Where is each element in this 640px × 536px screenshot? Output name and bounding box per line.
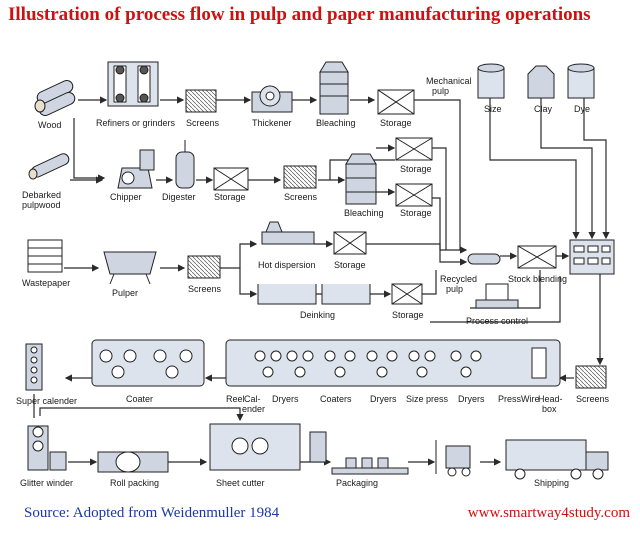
dye-tank-icon — [567, 63, 595, 99]
label-calender-1: Cal- — [244, 394, 261, 404]
label-pulper: Pulper — [112, 288, 138, 298]
label-press-wire: PressWire — [498, 394, 540, 404]
chipper-icon — [117, 149, 155, 189]
label-storage-4: Storage — [400, 208, 432, 218]
sheet-cutter-icon — [209, 423, 301, 471]
label-wastepaper: Wastepaper — [22, 278, 70, 288]
label-storage-2: Storage — [214, 192, 246, 202]
label-dye: Dye — [574, 104, 590, 114]
super-calender-icon — [25, 343, 43, 391]
label-screens-4: Screens — [576, 394, 610, 404]
paper-machine-panel — [225, 339, 561, 387]
screens-4-icon — [575, 365, 607, 389]
stock-blending-icon — [517, 245, 557, 269]
digester-icon — [175, 140, 195, 189]
debarked-pulpwood-icon — [28, 153, 70, 180]
coater-panel — [91, 339, 205, 387]
label-debarked-2: pulpwood — [22, 200, 61, 210]
label-coaters: Coaters — [320, 394, 352, 404]
thickener-icon — [251, 85, 293, 113]
clay-bag-icon — [527, 65, 555, 99]
label-chipper: Chipper — [110, 192, 142, 202]
storage-1-icon — [377, 89, 415, 115]
flow-lines — [33, 96, 610, 466]
label-wood: Wood — [38, 120, 61, 130]
label-debarked-1: Debarked — [22, 190, 61, 200]
label-packaging: Packaging — [336, 478, 378, 488]
storage-5-icon — [333, 231, 367, 255]
label-digester: Digester — [162, 192, 196, 202]
pulper-icon — [103, 251, 157, 285]
label-refiners: Refiners or grinders — [96, 118, 176, 128]
bleaching-tower-1-icon — [319, 61, 349, 115]
screens-2-icon — [283, 165, 317, 189]
source-credit: Source: Adopted from Weidenmuller 1984 — [24, 505, 280, 521]
bleaching-tower-2-icon — [345, 153, 377, 205]
label-size-press: Size press — [406, 394, 449, 404]
control-panel-icon — [569, 239, 615, 275]
label-screens-2: Screens — [284, 192, 318, 202]
screens-1-icon — [185, 89, 217, 113]
label-bleaching-1: Bleaching — [316, 118, 356, 128]
label-roll-packing: Roll packing — [110, 478, 159, 488]
label-storage-5: Storage — [334, 260, 366, 270]
label-screens-1: Screens — [186, 118, 220, 128]
storage-4-icon — [395, 183, 433, 207]
forklift-icon — [435, 440, 471, 477]
label-clay: Clay — [534, 104, 553, 114]
deinking-tanks-icon — [257, 284, 371, 305]
label-headbox-1: Head- — [538, 394, 563, 404]
label-stock-blending: Stock blending — [508, 274, 567, 284]
recycled-pulp-icon — [467, 253, 501, 265]
label-recycled-1: Recycled — [440, 274, 477, 284]
coater-rollers-icon — [99, 349, 193, 379]
label-dryers-3: Dryers — [458, 394, 485, 404]
roll-packing-icon — [97, 451, 169, 473]
screens-3-icon — [187, 255, 221, 279]
label-super-calender: Super calender — [16, 396, 77, 406]
label-dryers-2: Dryers — [370, 394, 397, 404]
label-shipping: Shipping — [534, 478, 569, 488]
label-calender-2: ender — [242, 404, 265, 414]
label-mechanical-2: pulp — [432, 86, 449, 96]
label-storage-3: Storage — [400, 164, 432, 174]
label-recycled-2: pulp — [446, 284, 463, 294]
website-credit: www.smartway4study.com — [467, 505, 630, 521]
storage-2-icon — [213, 167, 249, 191]
label-hot-dispersion: Hot dispersion — [258, 260, 316, 270]
label-storage-6: Storage — [392, 310, 424, 320]
storage-6-icon — [391, 283, 423, 305]
label-coater: Coater — [126, 394, 153, 404]
label-glitter-winder: Glitter winder — [20, 478, 73, 488]
label-process-control: Process control — [466, 316, 528, 326]
label-storage-1: Storage — [380, 118, 412, 128]
process-control-icon — [475, 283, 519, 309]
wastepaper-stack-icon — [27, 239, 63, 273]
label-reel: Reel — [226, 394, 245, 404]
packaging-icon — [309, 431, 409, 475]
glitter-winder-icon — [27, 425, 67, 471]
page-title: Illustration of process flow in pulp and… — [8, 4, 591, 25]
storage-3-icon — [395, 137, 433, 161]
size-tank-icon — [477, 63, 505, 99]
hot-dispersion-icon — [261, 221, 315, 245]
label-bleaching-2: Bleaching — [344, 208, 384, 218]
label-dryers-1: Dryers — [272, 394, 299, 404]
label-deinking: Deinking — [300, 310, 335, 320]
label-headbox-2: box — [542, 404, 557, 414]
label-size: Size — [484, 104, 502, 114]
label-mechanical-1: Mechanical — [426, 76, 472, 86]
label-screens-3: Screens — [188, 284, 222, 294]
label-sheet-cutter: Sheet cutter — [216, 478, 265, 488]
wood-logs-icon — [34, 80, 76, 116]
paper-machine-rollers-icon — [254, 347, 547, 379]
shipping-truck-icon — [505, 439, 609, 480]
refiners-icon — [107, 61, 159, 107]
label-thickener: Thickener — [252, 118, 292, 128]
